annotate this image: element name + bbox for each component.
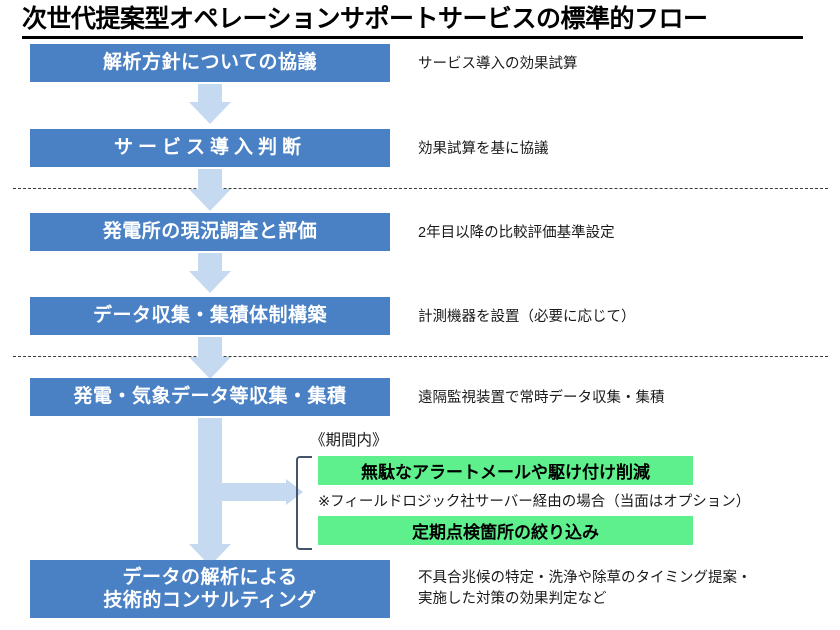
highlight-box-alert-reduction[interactable]: 無駄なアラートメールや駆け付け削減 [318,456,693,485]
page-title: 次世代提案型オペレーションサポートサービスの標準的フロー [22,5,708,33]
note-consulting: 不具合兆候の特定・洗浄や除草のタイミング提案・ 実施した対策の効果判定など [418,570,752,608]
branch-arrow-shaft [222,483,288,501]
arrow-head-1 [189,102,231,124]
highlight-box-inspection-narrowing[interactable]: 定期点検箇所の絞り込み [318,516,693,545]
branch-arrow-head [286,479,303,505]
process-box-site-survey[interactable]: 発電所の現況調査と評価 [30,213,390,251]
note-data-accumulation: 遠隔監視装置で常時データ収集・集積 [418,390,665,406]
note-adoption-decision: 効果試算を基に協議 [418,141,549,157]
process-box-data-accumulation[interactable]: 発電・気象データ等収集・集積 [30,378,390,416]
process-box-consulting-label-line1: データの解析による [122,566,298,588]
process-box-adoption-decision-label: サービス導入判断 [113,137,306,159]
highlight-box-alert-reduction-label: 無駄なアラートメールや駆け付け削減 [361,463,650,482]
section-divider-2 [13,356,828,357]
process-box-site-survey-label: 発電所の現況調査と評価 [102,221,318,243]
arrow-shaft-2 [198,169,222,191]
process-box-data-collection-setup[interactable]: データ収集・集積体制構築 [30,297,390,335]
arrow-head-3 [189,271,231,293]
note-consultation: サービス導入の効果試算 [418,56,578,72]
branch-footnote: ※フィールドロジック社サーバー経由の場合（当面はオプション） [318,494,751,510]
note-data-collection-setup: 計測機器を設置（必要に応じて） [418,309,636,325]
process-box-consulting-label-line2: 技術的コンサルティング [103,590,317,611]
arrow-shaft-4 [198,337,222,359]
title-underline [22,36,803,39]
arrow-head-4 [189,357,231,379]
section-divider-1 [13,188,828,189]
note-site-survey: 2年目以降の比較評価基準設定 [418,225,615,241]
arrow-shaft-5 [198,418,222,546]
highlight-box-inspection-narrowing-label: 定期点検箇所の絞り込み [412,523,599,542]
arrow-head-2 [189,189,231,211]
process-box-data-collection-setup-label: データ収集・集積体制構築 [92,305,327,327]
process-box-consultation-label: 解析方針についての協議 [103,52,317,74]
outcome-bracket [296,456,312,550]
arrow-shaft-3 [198,253,222,273]
process-box-consulting[interactable]: データの解析による 技術的コンサルティング [30,560,390,618]
process-box-adoption-decision[interactable]: サービス導入判断 [30,129,390,167]
period-label: 《期間内》 [310,432,388,449]
arrow-shaft-1 [198,84,222,104]
process-box-data-accumulation-label: 発電・気象データ等収集・集積 [73,386,347,408]
process-box-consultation[interactable]: 解析方針についての協議 [30,44,390,82]
